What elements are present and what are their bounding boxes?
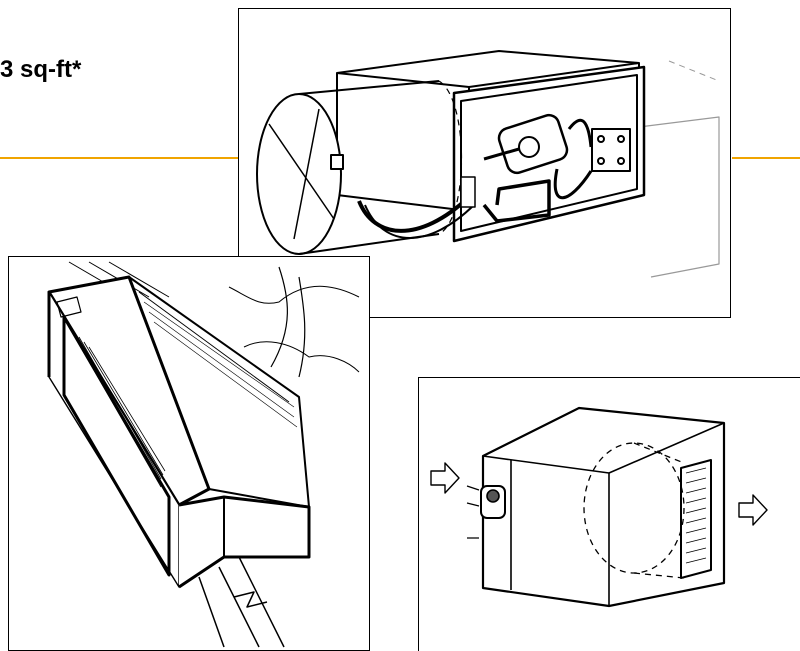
terminal-box-drawing [430,406,768,608]
fan-coil-illustration-panel [8,256,370,651]
accent-divider-right [732,157,800,159]
fan-coil-drawing [47,261,360,648]
airflow-outlet-arrow-icon [738,494,768,526]
accent-divider-left [0,157,240,159]
airflow-inlet-arrow-icon [430,462,460,494]
slide-title-fragment: 3 sq-ft* [0,56,82,83]
terminal-box-illustration-panel [418,377,800,651]
damper-actuator-drawing [256,50,720,278]
